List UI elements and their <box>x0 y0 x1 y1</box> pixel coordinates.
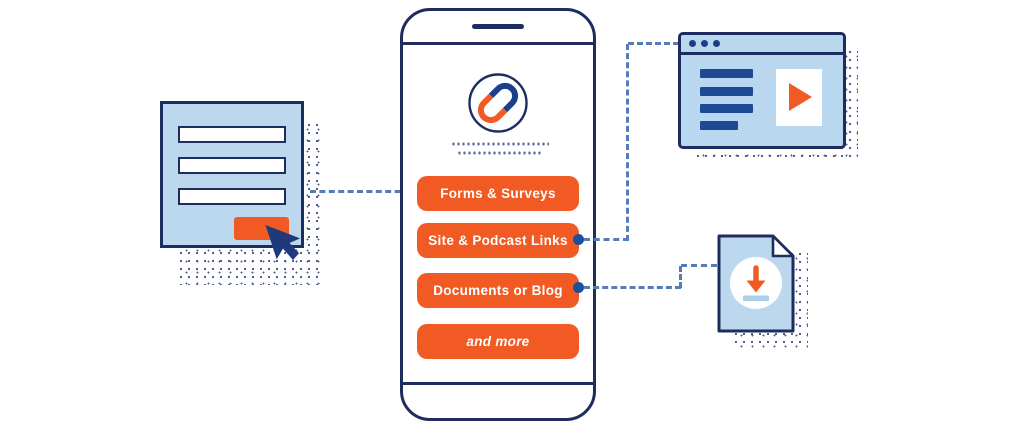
dotted-placeholder-text <box>457 150 543 156</box>
cursor-icon <box>265 224 301 260</box>
button-forms-surveys[interactable]: Forms & Surveys <box>417 176 579 211</box>
text-line-bar <box>700 104 753 113</box>
connector-document-dash <box>681 264 717 267</box>
connector-browser-dash <box>628 42 679 45</box>
button-site-podcast-links[interactable]: Site & Podcast Links <box>417 223 579 258</box>
connector-form-dash <box>310 190 410 193</box>
form-input-field <box>178 157 286 174</box>
window-dot-icon <box>713 40 720 47</box>
signup-form-card <box>160 101 304 248</box>
browser-window-card <box>678 32 846 149</box>
connector-browser-dash <box>584 238 629 241</box>
phone-bezel-bottom-line <box>403 382 593 385</box>
document-card <box>716 233 796 334</box>
dotted-placeholder-text <box>451 141 549 147</box>
window-dot-icon <box>689 40 696 47</box>
button-documents-blog[interactable]: Documents or Blog <box>417 273 579 308</box>
browser-titlebar <box>681 35 843 55</box>
text-line-bar <box>700 87 753 96</box>
connector-browser-dash <box>626 44 629 241</box>
connector-browser-dot <box>573 234 584 245</box>
connector-document-dash <box>679 266 682 288</box>
connector-document-dash <box>584 286 681 289</box>
connector-document-dot <box>573 282 584 293</box>
phone-mockup: Forms & Surveys Site & Podcast Links Doc… <box>400 8 596 421</box>
chain-link-icon <box>467 72 529 134</box>
phone-bezel-top-line <box>403 42 593 45</box>
button-and-more[interactable]: and more <box>417 324 579 359</box>
text-line-bar <box>700 69 753 78</box>
text-line-bar <box>700 121 738 130</box>
form-input-field <box>178 126 286 143</box>
play-icon <box>789 83 812 111</box>
window-dot-icon <box>701 40 708 47</box>
form-input-field <box>178 188 286 205</box>
video-player[interactable] <box>776 69 822 126</box>
download-icon <box>730 257 782 309</box>
phone-speaker <box>472 24 524 29</box>
